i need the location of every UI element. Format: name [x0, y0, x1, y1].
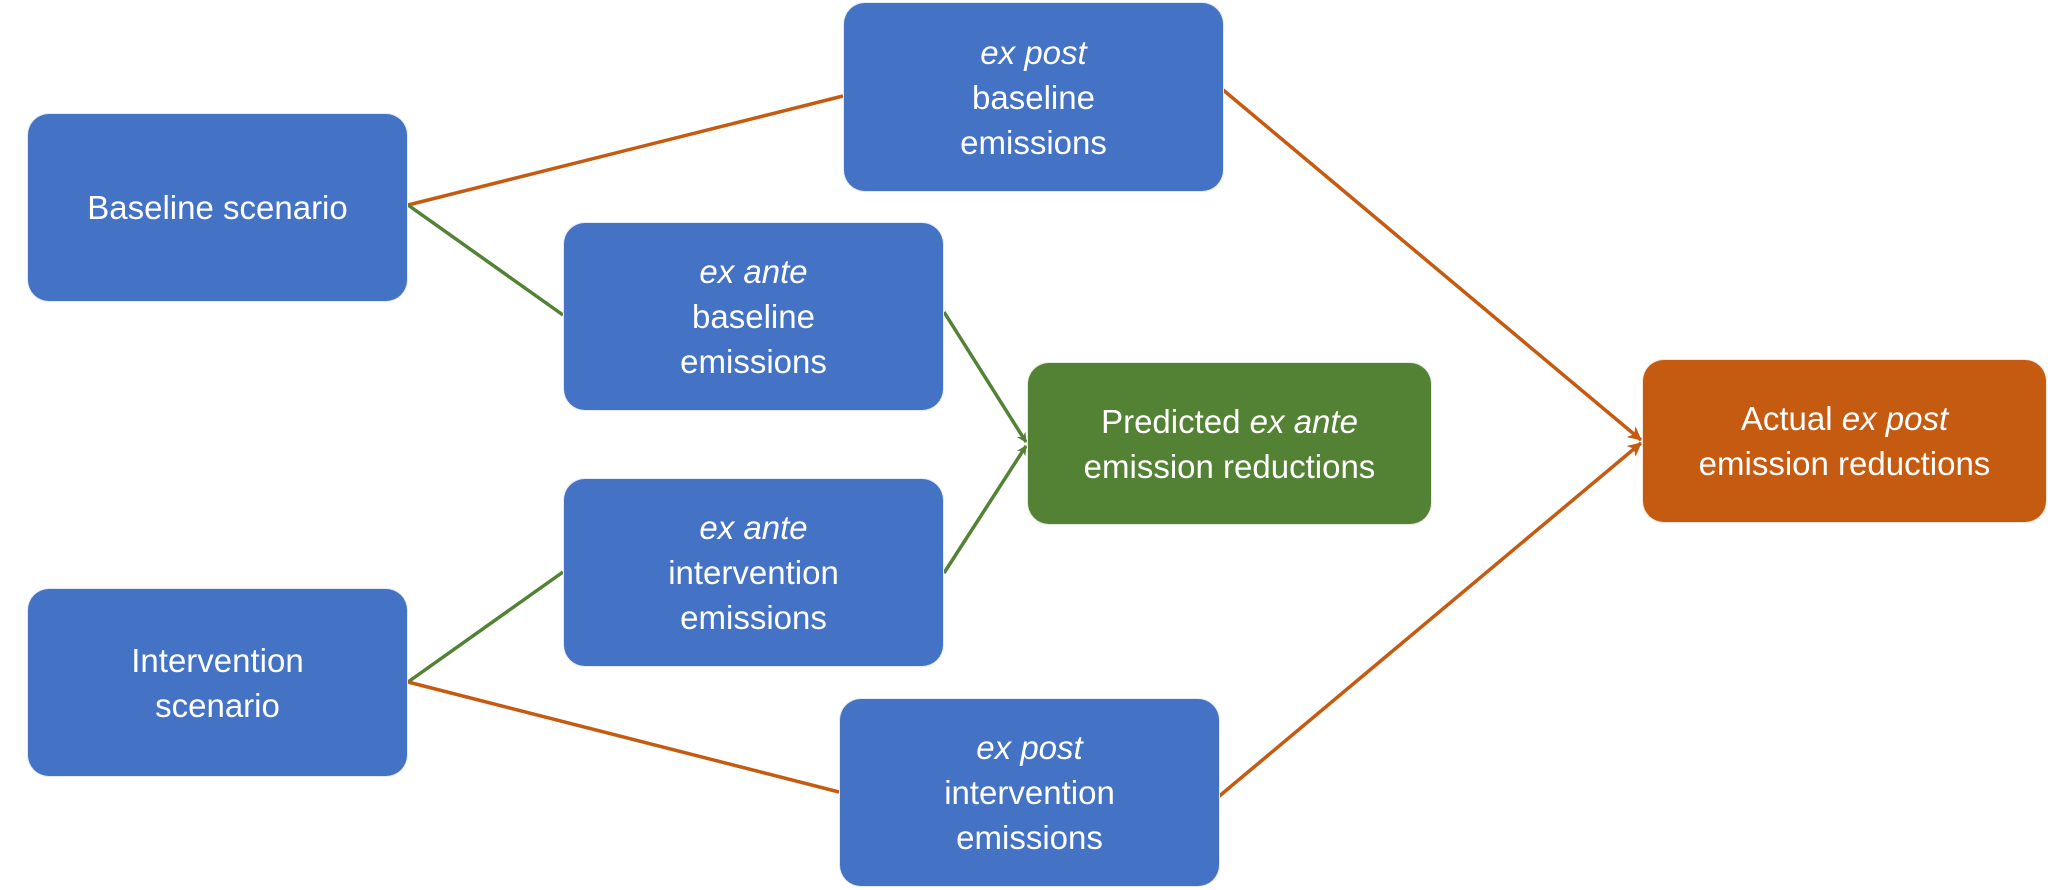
node-text-line: emissions — [680, 595, 827, 640]
node-text-line: Baseline scenario — [87, 185, 348, 230]
node-text: intervention — [668, 554, 839, 591]
edge-baseline-to-exante-baseline — [406, 203, 565, 317]
edge-intervention-to-expost-intervention — [407, 680, 840, 794]
edge-baseline-to-expost-baseline — [407, 94, 844, 207]
node-text-line: ex ante — [699, 249, 807, 294]
node-text: intervention — [944, 774, 1115, 811]
node-text-italic: ex ante — [1249, 402, 1358, 440]
node-text: emissions — [956, 819, 1103, 856]
node-text-line: intervention — [668, 550, 839, 595]
node-text-line: emissions — [680, 339, 827, 384]
edge-exante-intervention-to-predicted — [942, 445, 1028, 574]
node-expost-intervention-emissions: ex post intervention emissions — [839, 698, 1220, 887]
node-text-italic: ex post — [980, 33, 1087, 71]
edge-expost-baseline-to-actual — [1220, 87, 1643, 442]
node-text-line: intervention — [944, 770, 1115, 815]
node-baseline-scenario: Baseline scenario — [27, 113, 408, 302]
node-text: scenario — [155, 686, 280, 724]
node-text-line: Actual ex post — [1741, 396, 1948, 441]
edge-intervention-to-exante-intervention — [406, 570, 565, 684]
node-exante-intervention-emissions: ex ante intervention emissions — [563, 478, 944, 667]
node-text: Predicted — [1101, 402, 1250, 440]
node-text-italic: ex ante — [699, 253, 808, 290]
node-text: Baseline scenario — [87, 189, 348, 226]
node-text: baseline — [972, 78, 1095, 116]
node-exante-baseline-emissions: ex ante baseline emissions — [563, 222, 944, 411]
edge-expost-intervention-to-actual — [1215, 441, 1643, 800]
node-text: Intervention — [131, 641, 304, 679]
node-text-italic: ex post — [976, 729, 1083, 766]
node-text-line: emission reductions — [1699, 441, 1991, 486]
node-text: emission reductions — [1083, 447, 1376, 485]
node-text-italic: ex post — [1841, 400, 1949, 437]
node-text-line: scenario — [155, 683, 280, 728]
edge-exante-baseline-to-predicted — [942, 311, 1028, 443]
node-text-line: Intervention — [131, 638, 303, 683]
node-text-italic: ex ante — [699, 509, 808, 546]
node-actual-expost-emission-reductions: Actual ex post emission reductions — [1642, 359, 2047, 523]
node-expost-baseline-emissions: ex post baseline emissions — [843, 2, 1224, 192]
node-text-line: baseline — [692, 294, 815, 339]
node-text: Actual — [1740, 400, 1842, 437]
node-text-line: ex post — [980, 30, 1086, 75]
node-text: emissions — [960, 123, 1107, 161]
node-text: baseline — [692, 298, 815, 335]
node-text: emission reductions — [1698, 445, 1991, 482]
node-text-line: emissions — [956, 815, 1103, 860]
node-text-line: Predicted ex ante — [1101, 399, 1358, 444]
node-text-line: ex post — [976, 725, 1082, 770]
node-text-line: baseline — [972, 75, 1095, 120]
node-text-line: emissions — [960, 120, 1107, 165]
node-intervention-scenario: Intervention scenario — [27, 588, 408, 777]
node-text-line: emission reductions — [1084, 444, 1376, 489]
node-text: emissions — [680, 343, 827, 380]
node-text-line: ex ante — [699, 505, 807, 550]
node-text: emissions — [680, 599, 827, 636]
